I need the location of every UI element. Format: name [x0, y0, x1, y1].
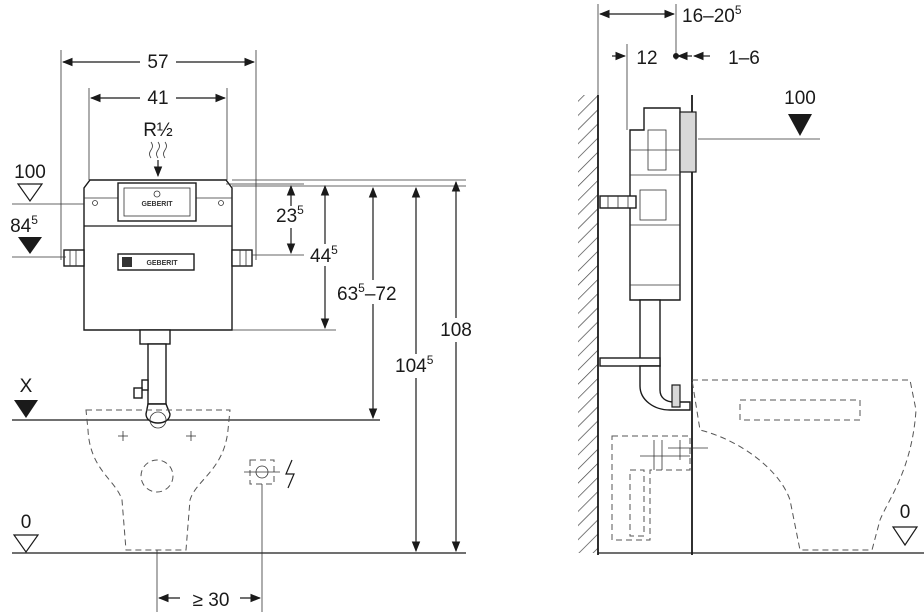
- ref-100-left: 100: [12, 162, 84, 205]
- dim-104: 1045: [394, 186, 442, 553]
- plate-brand: GEBERIT: [141, 201, 173, 208]
- dim-44: 445: [232, 184, 346, 331]
- dim-depth-12: 12: [612, 44, 692, 130]
- ref-0-right: 0: [891, 502, 919, 547]
- dim-57-text: 57: [147, 52, 168, 73]
- svg-text:635–72: 635–72: [337, 281, 397, 305]
- dim-44-sup: 5: [331, 243, 338, 257]
- water-inlet-label: R½: [143, 120, 173, 141]
- ref-100-text: 100: [14, 162, 46, 183]
- ref-84-text: 84: [10, 216, 32, 237]
- side-connection-right: [231, 249, 253, 267]
- dim-41-text: 41: [147, 88, 168, 109]
- ref-x-text: X: [20, 376, 33, 397]
- wc-outline-front: [85, 409, 231, 551]
- ref-0-right-text: 0: [900, 502, 911, 523]
- ref-84-left: 845: [10, 213, 66, 258]
- dim-63-sup: 5: [358, 281, 365, 295]
- dim-108: 108: [232, 179, 474, 553]
- dim-104-text: 104: [395, 356, 427, 377]
- dim-depth-16-20: 16–205: [597, 3, 742, 95]
- flush-pipe-front: [133, 329, 171, 429]
- svg-text:1045: 1045: [395, 353, 434, 377]
- svg-text:235: 235: [276, 203, 304, 227]
- ref-0-text: 0: [21, 512, 32, 533]
- dim-12-text: 12: [636, 48, 657, 69]
- dim-108-text: 108: [440, 320, 472, 341]
- ref-x-left: X: [14, 376, 38, 418]
- dim-63-72: 635–72: [232, 185, 466, 420]
- cistern-brand: GEBERIT: [146, 260, 178, 267]
- electrical-connection-icon: [244, 459, 295, 612]
- wc-outline-side: [611, 379, 917, 551]
- svg-text:845: 845: [10, 213, 38, 237]
- dimension-width-57: 57: [60, 50, 257, 260]
- front-view: 57 41 R½ GEBERIT: [10, 50, 474, 612]
- ref-0-left: 0: [12, 512, 40, 554]
- dim-63-text: 63: [337, 284, 358, 305]
- dim-23-text: 23: [276, 206, 297, 227]
- ref-84-sup: 5: [31, 213, 38, 227]
- svg-text:445: 445: [310, 243, 338, 267]
- cistern-body: GEBERIT GEBERIT: [83, 179, 233, 331]
- offset-text: ≥ 30: [193, 590, 230, 611]
- dim-23-sup: 5: [297, 203, 304, 217]
- ref-100-right: 100: [698, 88, 820, 140]
- svg-text:16–205: 16–205: [682, 3, 742, 27]
- dim-72-text: –72: [365, 284, 397, 305]
- cistern-side: [599, 107, 697, 301]
- dimension-width-41: 41: [88, 88, 228, 180]
- dim-1-6-text: 1–6: [728, 48, 760, 69]
- ref-100-right-text: 100: [784, 88, 816, 109]
- dimension-offset: ≥ 30: [156, 550, 262, 612]
- dim-16-text: 16–20: [682, 6, 735, 27]
- water-inlet-icon: [149, 141, 167, 178]
- dim-104-sup: 5: [427, 353, 434, 367]
- dim-16-sup: 5: [735, 3, 742, 17]
- side-connection-left: [63, 249, 85, 267]
- dim-44-text: 44: [310, 246, 332, 267]
- dim-23: 235: [226, 183, 310, 256]
- flush-pipe-side: [599, 299, 691, 411]
- wall-hatching: [578, 95, 598, 553]
- side-view: 16–205 12 1–6 100: [578, 3, 924, 555]
- dim-depth-1-6: 1–6: [692, 48, 760, 69]
